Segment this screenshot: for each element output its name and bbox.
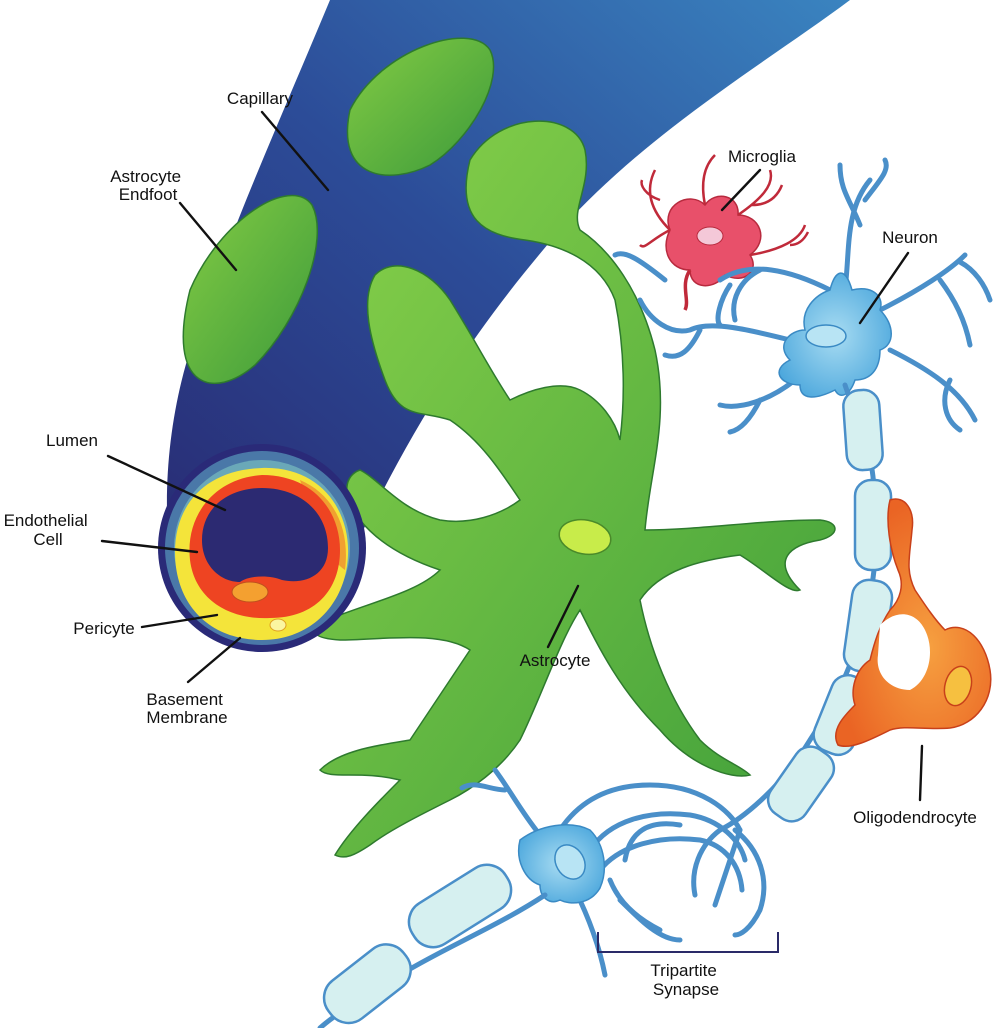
capillary-cross-section — [158, 444, 366, 652]
label-endothelial-cell: Endothelial Cell — [4, 511, 93, 549]
myelinated-axon — [717, 388, 894, 833]
neuron-cell — [612, 157, 993, 435]
label-tripartite-synapse: Tripartite Synapse — [650, 961, 721, 999]
label-basement-membrane: Basement Membrane — [146, 690, 227, 727]
leader-lines — [100, 110, 924, 802]
label-capillary: Capillary — [227, 89, 294, 108]
label-neuron: Neuron — [882, 228, 938, 247]
label-oligodendrocyte: Oligodendrocyte — [853, 808, 977, 827]
capillary-vessel — [166, 0, 850, 580]
microglia-cell — [639, 154, 810, 311]
astrocyte-cell — [314, 120, 836, 858]
astrocyte-nucleus — [558, 518, 612, 556]
lumen-area — [202, 488, 328, 582]
label-astrocyte-endfoot: Astrocyte Endfoot — [110, 167, 186, 204]
lower-neuron-cell — [317, 767, 767, 1028]
labels: Capillary Astrocyte Endfoot Microglia Ne… — [4, 89, 977, 999]
label-microglia: Microglia — [728, 147, 797, 166]
astrocyte-endfoot-shapes — [182, 37, 495, 385]
oligodendrocyte-cell — [835, 498, 992, 747]
label-lumen: Lumen — [46, 431, 98, 450]
tripartite-synapse-bracket — [597, 932, 779, 953]
label-astrocyte: Astrocyte — [520, 651, 591, 670]
label-pericyte: Pericyte — [73, 619, 134, 638]
